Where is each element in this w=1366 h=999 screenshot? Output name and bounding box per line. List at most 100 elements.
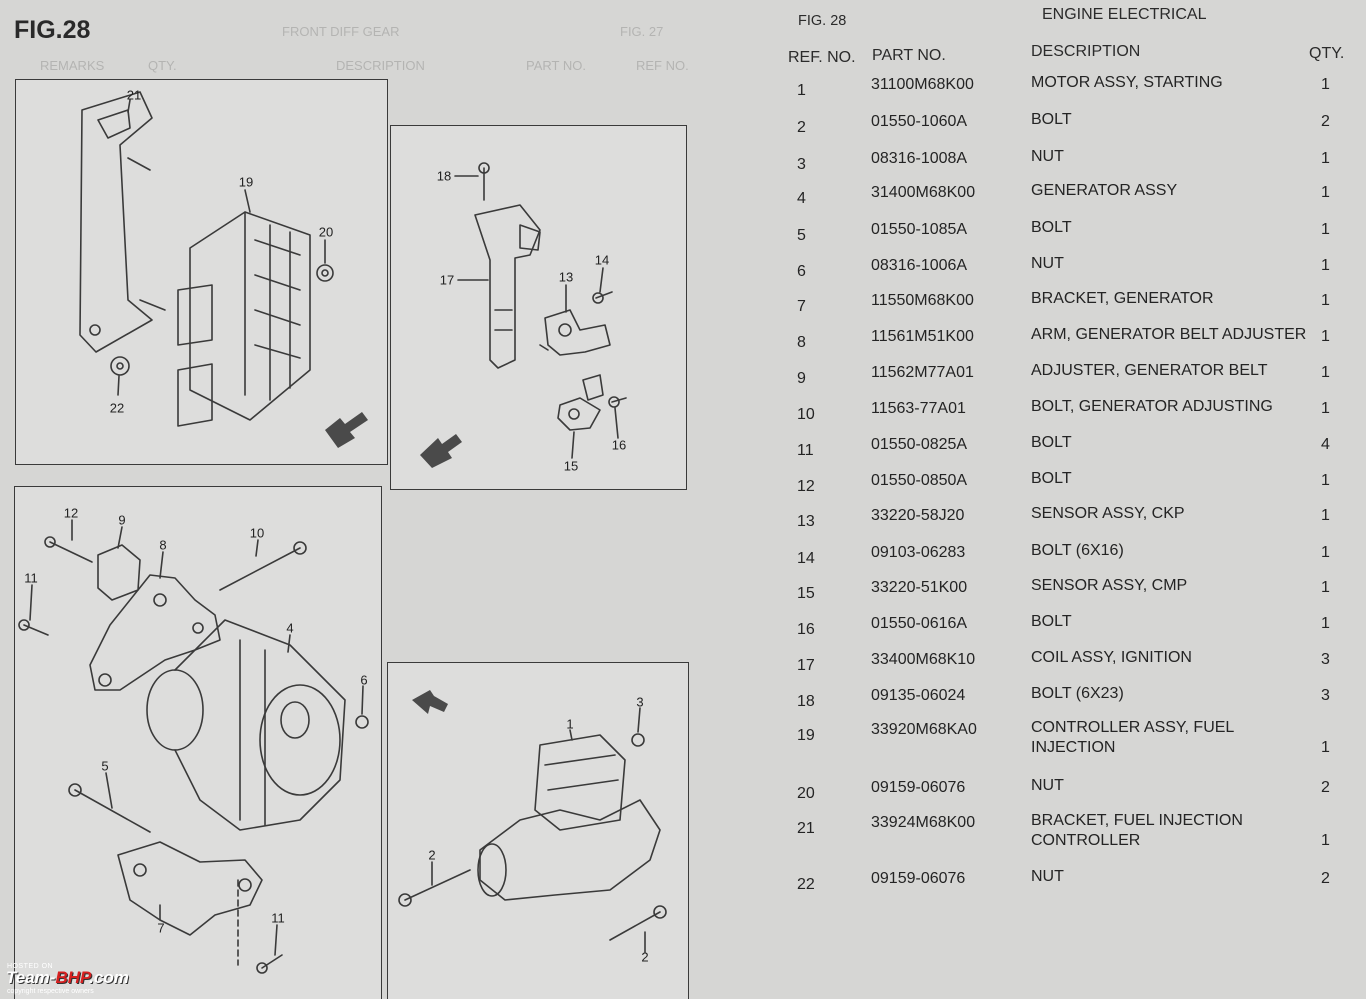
part-no-cell: 11550M68K00	[871, 292, 974, 309]
description-cell: BOLT	[1031, 434, 1072, 451]
qty-cell: 1	[1321, 507, 1330, 524]
description-cell: ARM, GENERATOR BELT ADJUSTER	[1031, 326, 1307, 343]
part-no-cell: 11563-77A01	[871, 400, 966, 417]
callout-13: 13	[558, 269, 574, 285]
ref-cell: 2	[797, 119, 806, 136]
part-no-cell: 33220-51K00	[871, 579, 968, 596]
description-cell: NUT	[1031, 777, 1064, 794]
fwd-arrow-ecu	[325, 412, 368, 448]
ghost-header-6: PART NO.	[526, 58, 586, 73]
fwd-arrow-ignition	[420, 434, 462, 468]
callout-2-left: 2	[428, 847, 436, 863]
panel-generator	[14, 486, 382, 999]
callout-9: 9	[118, 512, 126, 528]
watermark-brand-a: Team-	[6, 968, 56, 987]
ref-cell: 22	[797, 876, 815, 893]
ref-cell: 21	[797, 820, 815, 837]
ghost-header-2: FIG. 27	[620, 24, 664, 39]
part-no-cell: 09135-06024	[871, 687, 966, 704]
description-cell: BOLT (6X16)	[1031, 542, 1124, 559]
ref-cell: 4	[797, 190, 806, 207]
callout-7: 7	[157, 920, 165, 936]
ghost-header-1: FRONT DIFF GEAR	[282, 24, 400, 39]
bracket-21-drawing	[79, 91, 153, 353]
callout-2-right: 2	[641, 949, 649, 965]
description-cell: MOTOR ASSY, STARTING	[1031, 74, 1223, 91]
description-cell: BOLT	[1031, 111, 1072, 128]
callout-20: 20	[318, 224, 334, 240]
description-cell: BOLT	[1031, 470, 1072, 487]
callout-10: 10	[249, 525, 265, 541]
description-cell-line2: INJECTION	[1031, 739, 1116, 756]
callout-18: 18	[436, 168, 452, 184]
qty-cell: 1	[1321, 221, 1330, 238]
ref-cell: 16	[797, 621, 815, 638]
starter-motor-1-drawing	[477, 734, 661, 901]
parts-list-figure-label: FIG. 28	[798, 13, 847, 29]
callout-19: 19	[238, 174, 254, 190]
exploded-diagram	[18, 91, 667, 974]
qty-cell: 1	[1321, 364, 1330, 381]
description-cell: BOLT (6X23)	[1031, 685, 1124, 702]
part-no-cell: 01550-0616A	[871, 615, 968, 632]
callout-8: 8	[159, 537, 167, 553]
qty-cell: 1	[1321, 292, 1330, 309]
ghost-header-7: REF NO.	[636, 58, 689, 73]
sensor-cmp-15-drawing	[557, 374, 604, 431]
part-no-cell: 33924M68K00	[871, 814, 976, 831]
qty-cell: 1	[1321, 544, 1330, 561]
callout-16: 16	[611, 437, 627, 453]
ghost-header-4: QTY.	[148, 58, 177, 73]
team-bhp-watermark: HOSTED ON Team-BHP.com copyright respect…	[4, 963, 194, 997]
description-cell: GENERATOR ASSY	[1031, 182, 1178, 199]
qty-cell: 1	[1321, 328, 1330, 345]
qty-cell: 2	[1321, 113, 1330, 130]
qty-cell: 1	[1321, 257, 1330, 274]
description-cell: BOLT	[1031, 219, 1072, 236]
callout-6: 6	[360, 672, 368, 688]
description-cell: NUT	[1031, 148, 1064, 165]
part-no-cell: 01550-0825A	[871, 436, 968, 453]
part-no-cell: 08316-1006A	[871, 257, 968, 274]
description-cell: NUT	[1031, 868, 1064, 885]
watermark-brand: Team-BHP.com	[6, 968, 129, 988]
part-no-cell: 09103-06283	[871, 544, 966, 561]
header-description: DESCRIPTION	[1031, 43, 1141, 60]
description-cell: SENSOR ASSY, CKP	[1031, 505, 1185, 522]
header-part-no: PART NO.	[872, 47, 946, 64]
qty-cell: 4	[1321, 436, 1330, 453]
part-no-cell: 31100M68K00	[871, 76, 974, 93]
callout-11-lower: 11	[271, 910, 285, 926]
generator-bracket-7-drawing	[117, 841, 263, 936]
table-row: 14 09103-06283 BOLT (6X16) 1	[0, 541, 1366, 581]
callout-11-upper: 11	[24, 570, 38, 586]
part-no-cell: 09159-06076	[871, 779, 966, 796]
description-cell: COIL ASSY, IGNITION	[1031, 649, 1192, 666]
qty-cell: 3	[1321, 651, 1330, 668]
sensor-ckp-13-drawing	[539, 309, 611, 356]
qty-cell: 1	[1321, 472, 1330, 489]
nut-22-drawing	[110, 356, 130, 376]
nut-20-drawing	[316, 264, 334, 282]
header-qty: QTY.	[1309, 45, 1345, 62]
panel-ecu	[15, 79, 388, 465]
description-cell: BOLT, GENERATOR ADJUSTING	[1031, 398, 1273, 415]
ghost-header-3: REMARKS	[40, 58, 105, 73]
part-no-cell: 11561M51K00	[871, 328, 974, 345]
part-no-cell: 08316-1008A	[871, 150, 968, 167]
callout-15: 15	[563, 458, 579, 474]
ref-cell: 14	[797, 550, 815, 567]
